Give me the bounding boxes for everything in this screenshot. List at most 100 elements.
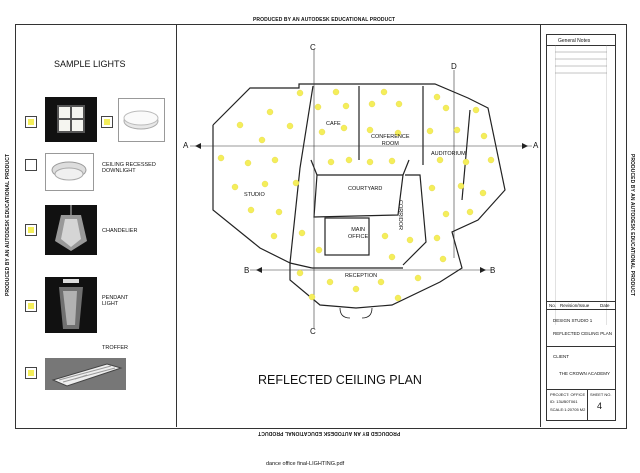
ceiling-light bbox=[388, 157, 396, 165]
ceiling-light bbox=[271, 156, 279, 164]
room-label-conference: CONFERENCE ROOM bbox=[371, 134, 410, 147]
section-mark-c-bottom: C bbox=[310, 327, 316, 336]
round-panel-photo bbox=[118, 98, 165, 142]
ceiling-light bbox=[318, 128, 326, 136]
ceiling-light bbox=[436, 156, 444, 164]
revision-divider bbox=[547, 309, 615, 310]
ceiling-light bbox=[266, 108, 274, 116]
ceiling-light bbox=[327, 158, 335, 166]
ceiling-light bbox=[342, 102, 350, 110]
ceiling-light bbox=[314, 103, 322, 111]
ceiling-light bbox=[345, 156, 353, 164]
ceiling-light bbox=[217, 154, 225, 162]
plan-title: REFLECTED CEILING PLAN bbox=[258, 373, 422, 387]
room-label-studio: STUDIO bbox=[244, 192, 265, 198]
outer-wall bbox=[212, 83, 506, 309]
revision-header-line bbox=[547, 301, 615, 302]
entrance-door bbox=[339, 307, 351, 319]
section-mark-c-top: C bbox=[310, 43, 316, 52]
entrance-door bbox=[361, 307, 373, 319]
pdf-filename: dance office final-LIGHTING.pdf bbox=[266, 461, 345, 467]
room-label-reception: RECEPTION bbox=[345, 273, 378, 279]
chandelier-icon bbox=[55, 205, 87, 251]
ceiling-light bbox=[466, 208, 474, 216]
courtyard-wall bbox=[313, 174, 404, 218]
ceiling-light bbox=[433, 93, 441, 101]
ceiling-light bbox=[332, 88, 340, 96]
ceiling-light bbox=[442, 210, 450, 218]
ceiling-light bbox=[298, 229, 306, 237]
ceiling-light bbox=[426, 127, 434, 135]
round-panel-icon bbox=[123, 110, 159, 130]
room-label-main-office: MAIN OFFICE bbox=[348, 227, 369, 240]
ceiling-light bbox=[442, 104, 450, 112]
ceiling-light bbox=[479, 189, 487, 197]
pendant-icon bbox=[59, 279, 83, 329]
general-notes-label: General Notes bbox=[558, 38, 591, 44]
section-mark-a-left: A bbox=[183, 141, 189, 150]
project-scale: SCALE:1:20705 M2 bbox=[550, 407, 586, 412]
section-mark-b-left: B bbox=[244, 266, 250, 275]
project-label: PROJECT: OFFICE bbox=[550, 392, 586, 397]
sample-item-label: CEILING RECESSED DOWNLIGHT bbox=[102, 162, 156, 174]
ceiling-light bbox=[296, 89, 304, 97]
ceiling-light bbox=[296, 269, 304, 277]
ceiling-light bbox=[261, 180, 269, 188]
floor-plan bbox=[190, 50, 532, 328]
revision-header-date: Date bbox=[600, 303, 610, 308]
room-label-auditorium: AUDITORIUM bbox=[431, 151, 466, 157]
pendant-photo bbox=[45, 277, 97, 333]
drawing-name: REFLECTED CEILING PLAN bbox=[553, 331, 613, 336]
ceiling-light bbox=[453, 126, 461, 134]
wall bbox=[402, 159, 410, 176]
client-divider bbox=[547, 389, 615, 390]
corridor-wall bbox=[402, 174, 427, 266]
ceiling-light bbox=[433, 234, 441, 242]
sheet-divider bbox=[587, 389, 588, 420]
troffer-photo bbox=[45, 358, 126, 390]
ceiling-light bbox=[439, 255, 447, 263]
sample-checkbox bbox=[25, 116, 37, 128]
project-id: ID: 13UB0T061 bbox=[550, 399, 578, 404]
ceiling-light bbox=[286, 122, 294, 130]
ceiling-light bbox=[236, 121, 244, 129]
room-label-corridor: CORRIDOR bbox=[397, 200, 403, 230]
square-downlight-icon bbox=[57, 105, 85, 133]
ceiling-light bbox=[480, 132, 488, 140]
ceiling-light bbox=[247, 206, 255, 214]
ceiling-light bbox=[340, 124, 348, 132]
sheet-label: SHEET NO. bbox=[590, 392, 612, 397]
ceiling-light bbox=[388, 253, 396, 261]
ceiling-light bbox=[414, 274, 422, 282]
client-name: THE CROWN ACADEMY bbox=[559, 371, 611, 376]
ceiling-light bbox=[368, 100, 376, 108]
section-arrow bbox=[195, 143, 201, 149]
title-block: General Notes No. Revision/Issue Date DE… bbox=[546, 34, 616, 421]
ceiling-light bbox=[487, 156, 495, 164]
ceiling-light bbox=[377, 278, 385, 286]
recessed-downlight-photo bbox=[45, 153, 94, 191]
room-label-courtyard: COURTYARD bbox=[348, 186, 383, 192]
sample-lights-title: SAMPLE LIGHTS bbox=[54, 59, 126, 69]
troffer-icon bbox=[51, 363, 123, 387]
ceiling-light bbox=[308, 293, 316, 301]
sample-checkbox bbox=[101, 116, 113, 128]
sheet-number: 4 bbox=[597, 401, 603, 411]
ceiling-light bbox=[270, 232, 278, 240]
section-arrow bbox=[480, 267, 486, 273]
edu-notice-bottom: PRODUCED BY AN AUTODESK EDUCATIONAL PROD… bbox=[258, 430, 401, 436]
wall bbox=[289, 262, 313, 269]
course-name: DESIGN STUDIO 1 bbox=[553, 318, 593, 323]
ceiling-light bbox=[394, 129, 402, 137]
ceiling-light bbox=[457, 182, 465, 190]
recessed-downlight-icon bbox=[51, 161, 87, 181]
section-mark-b-right: B bbox=[490, 266, 496, 275]
ceiling-light bbox=[395, 100, 403, 108]
edu-notice-top: PRODUCED BY AN AUTODESK EDUCATIONAL PROD… bbox=[253, 17, 396, 23]
ceiling-light bbox=[366, 158, 374, 166]
notes-header-line bbox=[547, 45, 615, 46]
sheet-border bbox=[15, 24, 627, 429]
sample-checkbox bbox=[25, 224, 37, 236]
ceiling-light bbox=[428, 184, 436, 192]
ceiling-light bbox=[394, 294, 402, 302]
